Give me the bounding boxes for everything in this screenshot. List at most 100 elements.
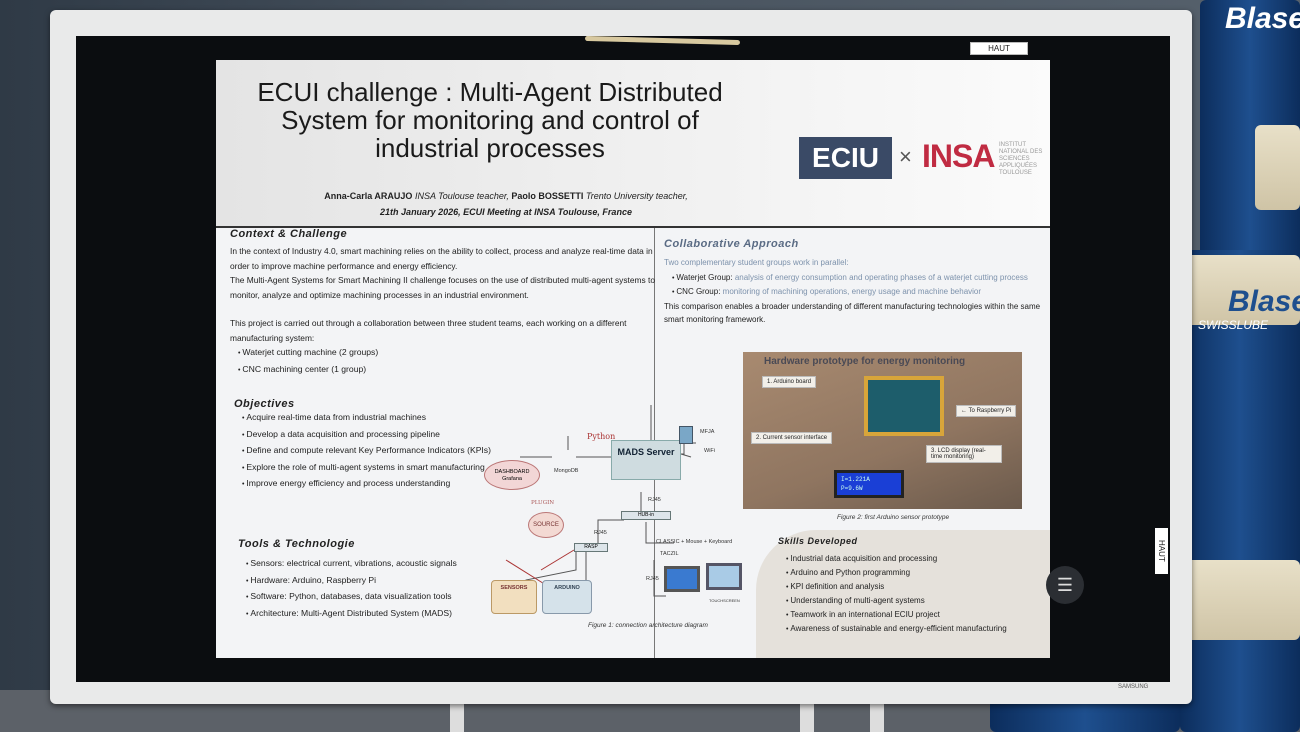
insa-subtitle: INSTITUT NATIONAL DES SCIENCES APPLIQUÉE… [999, 142, 1043, 176]
photo-label: 1. Arduino board [762, 376, 817, 388]
list-item: CNC Group: monitoring of machining opera… [664, 285, 1044, 300]
list-item: Define and compute relevant Key Performa… [234, 443, 499, 460]
tools-section: Tools & Technologie Sensors: electrical … [238, 538, 508, 622]
rasp-box: RASP [574, 543, 608, 552]
barrel-ring [1185, 560, 1300, 640]
list-item: Hardware: Arduino, Raspberry Pi [238, 573, 508, 590]
collab-section: Collaborative Approach Two complementary… [664, 238, 1044, 327]
rj45-label: RJ45 [594, 530, 607, 536]
haut-sticker: HAUT [970, 42, 1028, 55]
group-name: Waterjet Group: [676, 272, 733, 282]
skills-section: Skills Developed Industrial data acquisi… [778, 536, 1048, 636]
poster: ECUI challenge : Multi-Agent Distributed… [216, 60, 1050, 658]
plugin-label: PLUGIN [531, 500, 555, 506]
taczil-label: TACZIL [660, 551, 679, 557]
wifi-label: WiFi [704, 448, 715, 454]
list-item: Industrial data acquisition and processi… [778, 552, 1048, 566]
insa-logo: INSA [922, 138, 995, 174]
barrel-ring [1180, 255, 1300, 325]
authors: Anna-Carla ARAUJO INSA Toulouse teacher,… [276, 188, 736, 220]
group-desc: analysis of energy consumption and opera… [734, 272, 1028, 282]
date-line: 21th January 2026, ECUI Meeting at INSA … [380, 207, 632, 217]
photo-label: ← To Raspberry Pi [956, 405, 1017, 417]
intro-text: Two complementary student groups work in… [664, 258, 849, 267]
author-role: Trento University teacher, [585, 191, 688, 201]
haut-sticker-side: HAUT [1155, 528, 1168, 574]
mads-server-box: MADS Server [611, 440, 681, 480]
barrel-label: Blaser [1228, 285, 1300, 318]
list-item: Develop a data acquisition and processin… [234, 427, 499, 444]
monitor-icon [664, 566, 700, 592]
mfja-label: MFJA [700, 429, 715, 435]
author-role: INSA Toulouse teacher, [414, 191, 509, 201]
touchscreen-label: TOUCHSCREEN [709, 598, 740, 603]
barrel [1180, 250, 1300, 732]
header-divider [216, 226, 1050, 228]
computer-tower-icon [679, 426, 693, 444]
section-heading: Tools & Technologie [238, 538, 355, 550]
logo-times: × [899, 144, 912, 169]
figure-1-caption: Figure 1: connection architecture diagra… [588, 622, 708, 629]
lcd-line: I=1.221A [841, 476, 870, 483]
lcd-line: P=9.6W [841, 485, 863, 492]
figure-2-caption: Figure 2: first Arduino sensor prototype [837, 514, 950, 521]
author-name: Anna-Carla ARAUJO [324, 191, 413, 201]
photo-label: 2. Current sensor interface [751, 432, 833, 444]
touchscreen-icon [706, 563, 742, 590]
list-item: Explore the role of multi-agent systems … [234, 460, 499, 477]
menu-button[interactable]: ☰ [1046, 566, 1084, 604]
arduino-board-image [864, 376, 944, 436]
group-desc: monitoring of machining operations, ener… [722, 287, 982, 296]
author-name: Paolo BOSSETTI [511, 191, 584, 201]
dashboard-label: DASHBOARD [494, 469, 530, 475]
rj45-label: RJ45 [646, 576, 659, 582]
section-heading: Context & Challenge [230, 228, 348, 240]
list-item: KPI definition and analysis [778, 580, 1048, 594]
list-item: Acquire real-time data from industrial m… [234, 410, 499, 427]
group-name: CNC Group: [676, 287, 721, 296]
list-item: Awareness of sustainable and energy-effi… [778, 622, 1048, 636]
list-item: Sensors: electrical current, vibrations,… [238, 556, 508, 573]
rj45-label: RJ45 [648, 497, 661, 503]
diagram-connectors [505, 405, 696, 597]
barrel-ring [1255, 125, 1300, 210]
poster-header [216, 60, 1050, 226]
paragraph: In the context of Industry 4.0, smart ma… [230, 246, 653, 271]
classic-label: CLASSIC + Mouse + Keyboard [656, 539, 733, 545]
menu-icon: ☰ [1056, 575, 1074, 595]
eciu-logo: ECIU [799, 137, 892, 179]
list-item: Teamwork in an international ECIU projec… [778, 608, 1048, 622]
list-item: Waterjet Group: analysis of energy consu… [664, 271, 1044, 286]
photo-label: 3. LCD display (real-time monitoring) [926, 445, 1002, 463]
section-heading: Skills Developed [778, 536, 858, 546]
paragraph: This comparison enables a broader unders… [664, 301, 1041, 325]
context-section: Context & Challenge In the context of In… [230, 228, 655, 378]
photo-title: Hardware prototype for energy monitoring [764, 356, 966, 367]
paragraph: The Multi-Agent Systems for Smart Machin… [230, 275, 655, 300]
objectives-section: Objectives Acquire real-time data from i… [234, 398, 499, 493]
arduino-node: ARDUINO [542, 580, 592, 614]
lcd-display-image: I=1.221A P=9.6W [834, 470, 904, 498]
list-item: Software: Python, databases, data visual… [238, 589, 508, 606]
list-item: Understanding of multi-agent systems [778, 594, 1048, 608]
barrel-label: Blaser [1225, 2, 1300, 35]
mongodb-label: MongoDB [554, 468, 579, 474]
source-node: SOURCE [528, 512, 564, 538]
section-heading: Objectives [234, 398, 295, 410]
sensors-node: SENSORS [491, 580, 537, 614]
section-heading: Collaborative Approach [664, 238, 799, 250]
python-label: Python [587, 432, 616, 441]
list-item: Arduino and Python programming [778, 566, 1048, 580]
brand-label: SAMSUNG [1118, 684, 1149, 690]
poster-title: ECUI challenge : Multi-Agent Distributed… [257, 77, 723, 163]
list-item: CNC machining center (1 group) [230, 362, 655, 379]
barrel-label: SWISSLUBE [1198, 318, 1269, 332]
paragraph: Two complementary student groups work in… [664, 256, 1044, 271]
paragraph: This project is carried out through a co… [230, 318, 627, 343]
list-item: Architecture: Multi-Agent Distributed Sy… [238, 606, 508, 623]
grafana-label: Grafana [502, 476, 522, 482]
list-item: Waterjet cutting machine (2 groups) [230, 345, 655, 362]
list-item: Improve energy efficiency and process un… [234, 476, 499, 493]
hub-box: HUB-in [621, 511, 671, 520]
